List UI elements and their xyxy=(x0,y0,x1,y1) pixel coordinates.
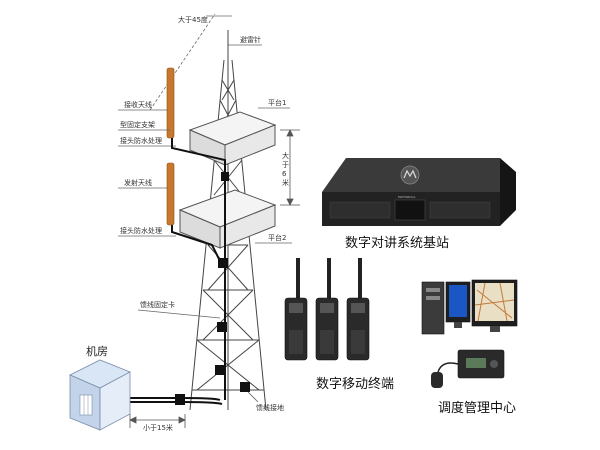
platform-2 xyxy=(178,189,277,249)
radio-3 xyxy=(346,258,370,361)
distance-dimension xyxy=(129,414,186,428)
label-mount-bracket: 型固定支架 xyxy=(120,120,155,129)
label-lightning-rod: 避雷针 xyxy=(240,35,261,44)
pc-tower xyxy=(421,281,445,335)
transmit-antenna xyxy=(166,162,175,226)
label-receive-antenna: 接收天线 xyxy=(124,100,152,109)
label-machine-room: 机房 xyxy=(86,344,108,358)
radio-2 xyxy=(315,258,339,361)
label-feeder-ground: 馈线接地 xyxy=(256,403,284,412)
label-joint-waterproof-2: 接头防水处理 xyxy=(120,226,162,235)
angle-line xyxy=(149,13,216,111)
monitor-2 xyxy=(471,279,518,332)
label-feeder-clamp: 馈线固定卡 xyxy=(140,300,175,309)
label-platform-1: 平台1 xyxy=(268,98,286,107)
base-station-brand: MOTOROLA xyxy=(398,195,416,199)
machine-room xyxy=(69,359,131,431)
label-distance: 小于15米 xyxy=(143,423,173,432)
base-station-title: 数字对讲系统基站 xyxy=(345,236,449,251)
label-angle: 大于45度 xyxy=(178,15,208,24)
label-platform-2: 平台2 xyxy=(268,233,286,242)
label-gap-1: 大 xyxy=(282,151,289,160)
radio-1 xyxy=(284,258,308,361)
feeder-clamps xyxy=(175,172,250,405)
label-gap-2: 于 xyxy=(282,161,289,169)
terminals-title: 数字移动终端 xyxy=(316,376,394,392)
monitor-1 xyxy=(445,281,471,328)
base-station xyxy=(322,158,516,226)
receive-antenna xyxy=(166,67,175,139)
platform-1 xyxy=(188,111,277,166)
gap-dimension xyxy=(280,129,300,206)
label-gap-4: 米 xyxy=(282,178,289,187)
dispatch-title: 调度管理中心 xyxy=(438,400,516,416)
label-joint-waterproof-1: 接头防水处理 xyxy=(120,136,162,145)
mobile-radio xyxy=(431,349,505,388)
feeder-cables xyxy=(125,138,226,405)
label-gap-3: 6 xyxy=(282,170,287,178)
label-transmit-antenna: 发射天线 xyxy=(124,178,152,187)
